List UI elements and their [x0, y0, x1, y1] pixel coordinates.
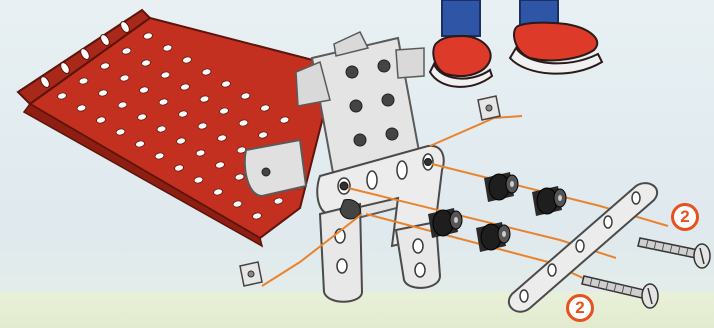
red-perforated-plate [18, 10, 336, 246]
black-spacers [428, 172, 566, 252]
right-shoe [510, 23, 602, 74]
cartoon-legs [430, 0, 602, 87]
screw-top [638, 238, 710, 268]
spacer [484, 172, 518, 202]
left-shoe [430, 36, 492, 87]
spacer [476, 222, 510, 252]
square-nut-bottom [240, 262, 262, 286]
quantity-badge-bottom: 2 [566, 294, 594, 322]
quantity-badge-top: 2 [671, 203, 699, 231]
square-nut-top [478, 96, 500, 120]
